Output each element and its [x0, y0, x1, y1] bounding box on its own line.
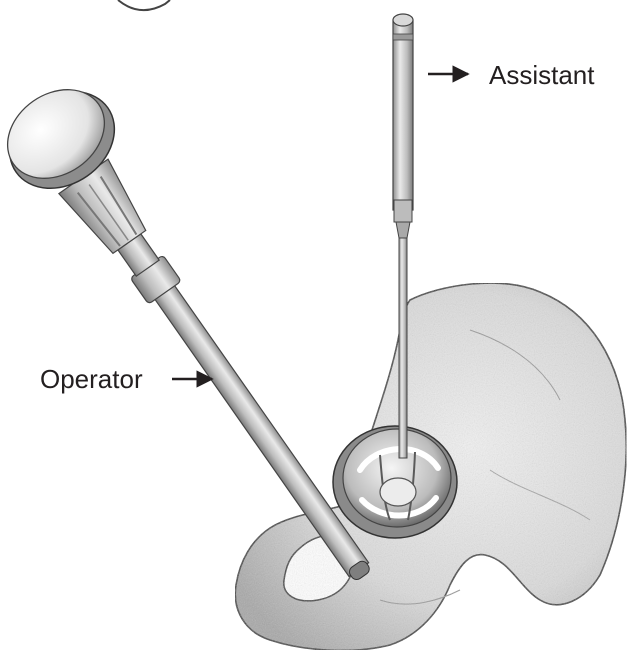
operator-instrument — [0, 71, 388, 593]
operator-label: Operator — [40, 364, 143, 394]
cropped-object-arc — [118, 0, 170, 10]
assistant-label: Assistant — [489, 60, 595, 90]
acetabular-cup — [333, 426, 457, 538]
